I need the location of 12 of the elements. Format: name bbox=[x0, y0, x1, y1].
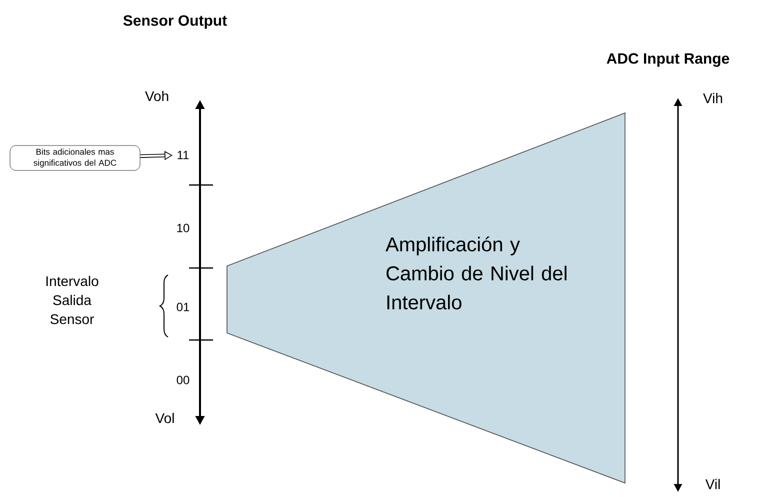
callout-box: Bits adicionales mas significativos del ADC bbox=[10, 145, 140, 171]
range-label: Intervalo Salida Sensor bbox=[46, 276, 98, 324]
heading: ADC Input Range bbox=[606, 53, 730, 67]
axis-label: Vih bbox=[703, 92, 722, 104]
axis-label: 01 bbox=[176, 302, 190, 312]
axis-label: 11 bbox=[178, 150, 189, 160]
axis-label: Vol bbox=[155, 412, 174, 424]
heading: Sensor Output bbox=[123, 15, 227, 29]
axis-label: 10 bbox=[177, 224, 190, 232]
axis-label: Voh bbox=[145, 90, 168, 102]
axis-label: Vil bbox=[705, 478, 720, 490]
axis-label: 00 bbox=[176, 376, 190, 384]
